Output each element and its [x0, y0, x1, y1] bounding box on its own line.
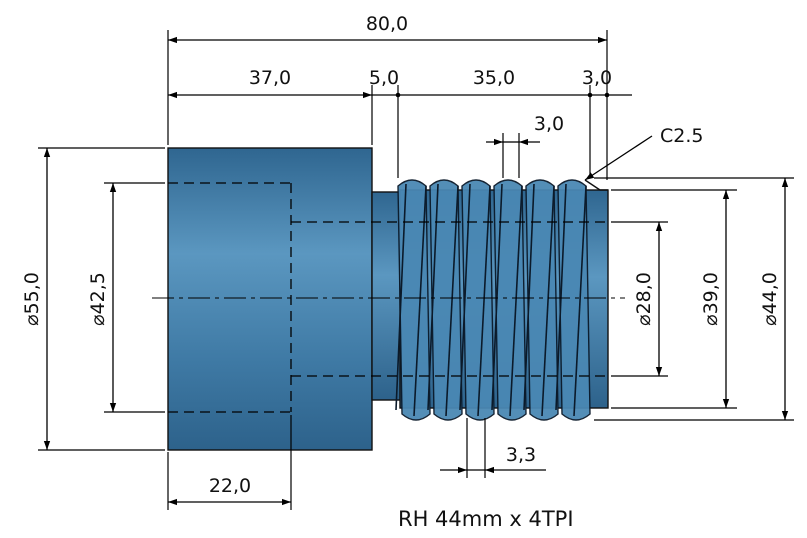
label-thread-width: 3,3: [506, 444, 536, 466]
label-big-section: 37,0: [249, 67, 291, 89]
thread-crest: [557, 179, 591, 421]
label-dia-inner-bore: ⌀28,0: [633, 272, 655, 326]
thread-helix-line: [413, 185, 427, 417]
label-dia-outer-big: ⌀55,0: [21, 272, 43, 326]
label-chamfer: C2.5: [660, 125, 703, 147]
thread-crest: [397, 179, 431, 421]
dimension-labels: 80,0 37,0 5,0 35,0 3,0 3,0 C2.5 3,3 22,0…: [21, 13, 781, 497]
label-dia-thread-root: ⌀39,0: [700, 272, 722, 326]
label-neck: 5,0: [369, 67, 399, 89]
thread-helix-line: [573, 185, 587, 417]
label-bore-depth: 22,0: [209, 475, 251, 497]
neck-section: [371, 191, 403, 401]
label-pitch: 3,0: [534, 113, 564, 135]
label-end: 3,0: [582, 67, 612, 89]
label-dia-bore: ⌀42,5: [87, 272, 109, 326]
thread-helix-line: [541, 185, 555, 417]
thread-helix-line: [509, 185, 523, 417]
thread-crest: [493, 179, 527, 421]
thread-crest: [429, 179, 463, 421]
dimension-lines: [43, 36, 789, 506]
thread-crest: [461, 179, 495, 421]
thread-crest: [525, 179, 559, 421]
thread-spec-note: RH 44mm x 4TPI: [398, 507, 574, 531]
thread-helix-line: [445, 185, 459, 417]
chamfer-edge: [584, 179, 608, 191]
thread-helix-line: [477, 185, 491, 417]
label-thread-length: 35,0: [473, 67, 515, 89]
large-cylinder: [167, 147, 373, 451]
part-body: [167, 147, 609, 451]
label-dia-thread-major: ⌀44,0: [759, 272, 781, 326]
chamfer-leader: [584, 135, 653, 181]
label-overall-length: 80,0: [366, 13, 408, 35]
